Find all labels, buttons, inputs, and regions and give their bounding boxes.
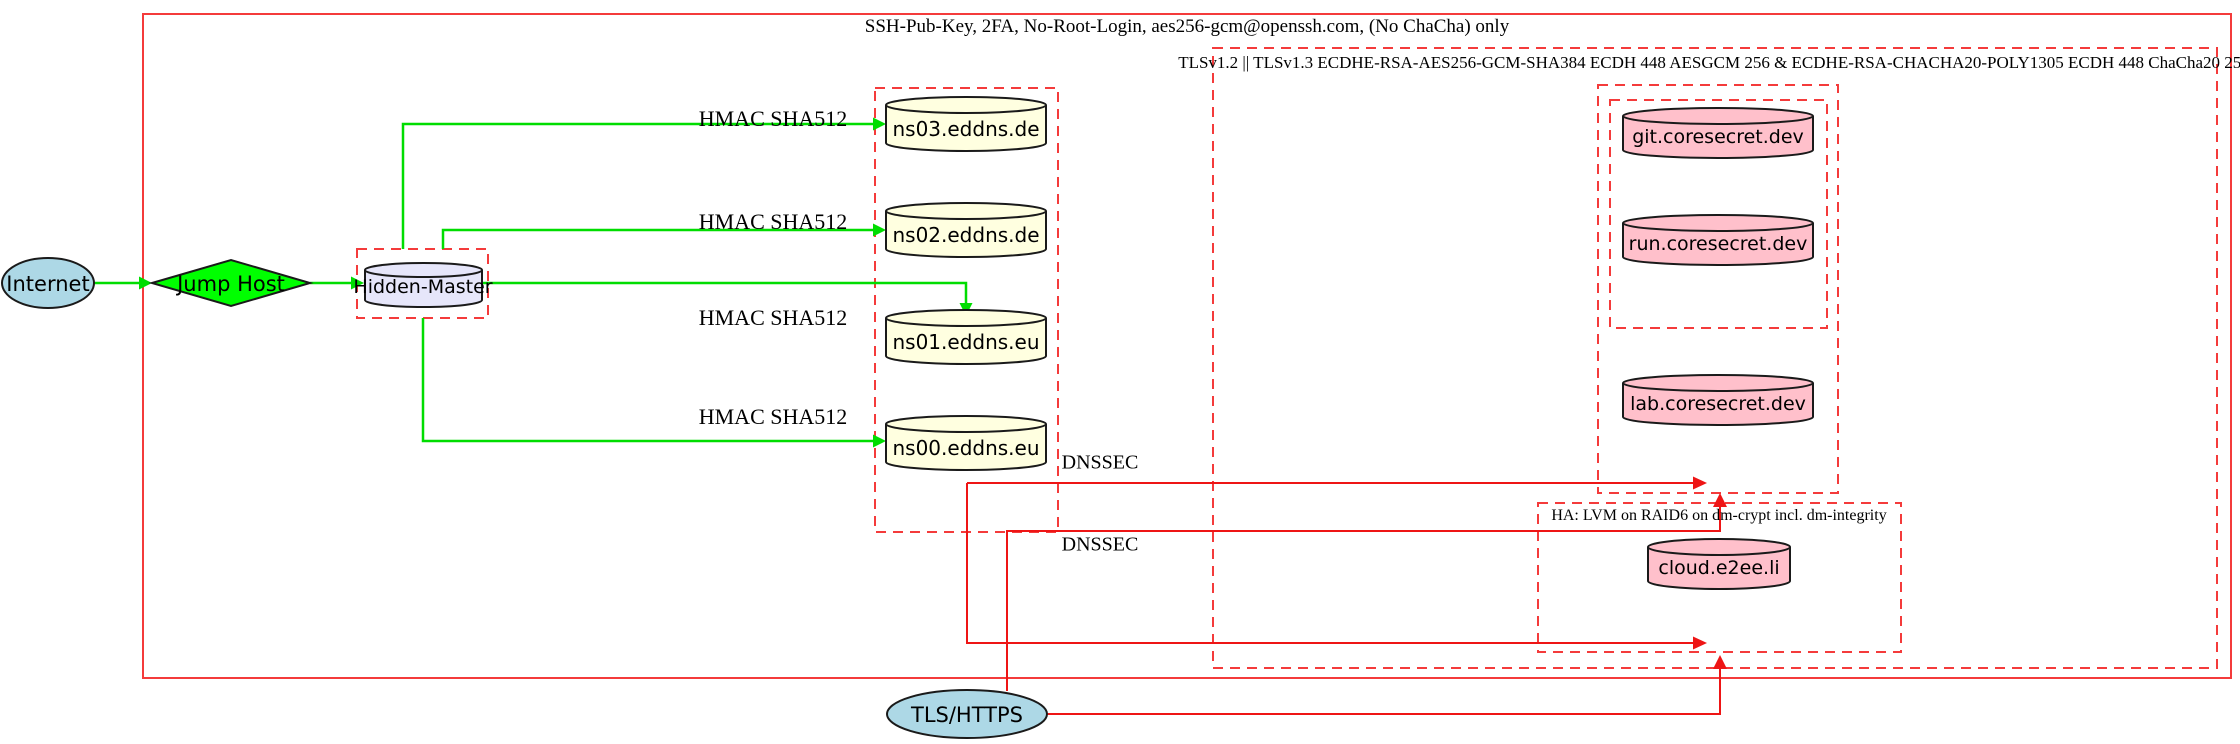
edge-tls-to-ha [1047, 655, 1727, 715]
node-label-cloud: cloud.e2ee.li [1658, 557, 1780, 579]
node-tls-https [886, 689, 1048, 739]
edge-tls-to-coresecret [1006, 493, 1727, 691]
node-label-lab: lab.coresecret.dev [1630, 393, 1806, 415]
node-cloud [1647, 538, 1791, 590]
edge-jumphost-to-hiddenmaster [310, 276, 364, 290]
cluster-coresecret-zone [1597, 84, 1839, 494]
edge-hmac-to-ns03 [401, 117, 886, 249]
node-ns00 [885, 415, 1047, 471]
edge-label-hmac-ns00: HMAC SHA512 [698, 404, 848, 429]
node-label-internet: Internet [6, 272, 90, 296]
edge-label-dnssec-1: DNSSEC [1061, 451, 1139, 474]
cluster-label-tls-zone: TLSv1.2 || TLSv1.3 ECDHE-RSA-AES256-GCM-… [1178, 53, 2240, 72]
node-label-git: git.coresecret.dev [1632, 126, 1804, 148]
edge-dnssec-ns-to-ha [966, 483, 1707, 650]
edge-label-hmac-ns01: HMAC SHA512 [698, 305, 848, 330]
node-label-ns03: ns03.eddns.de [892, 117, 1040, 141]
node-jump-host [148, 258, 314, 308]
cluster-coresecret-inner-zone [1609, 99, 1828, 329]
cluster-label-ssh-zone: SSH-Pub-Key, 2FA, No-Root-Login, aes256-… [864, 16, 1510, 37]
node-label-jump-host: Jump Host [177, 272, 285, 296]
node-label-ns00: ns00.eddns.eu [892, 436, 1040, 460]
edge-label-hmac-ns03: HMAC SHA512 [698, 106, 848, 131]
node-run [1622, 214, 1814, 266]
node-hidden-master [364, 262, 483, 308]
node-label-tls-https: TLS/HTTPS [910, 703, 1024, 727]
node-ns01 [885, 309, 1047, 365]
edge-hmac-to-ns00 [421, 318, 886, 448]
node-label-run: run.coresecret.dev [1628, 233, 1808, 255]
node-internet [1, 257, 95, 309]
node-ns02 [885, 202, 1047, 258]
edge-hmac-to-ns02 [441, 223, 886, 249]
cluster-ssh-zone [142, 13, 2232, 679]
edge-label-dnssec-2: DNSSEC [1061, 533, 1139, 556]
node-git [1622, 107, 1814, 159]
node-lab [1622, 374, 1814, 426]
edge-internet-to-jumphost [94, 276, 152, 290]
node-ns03 [885, 96, 1047, 152]
edge-label-hmac-ns02: HMAC SHA512 [698, 209, 848, 234]
node-label-ns01: ns01.eddns.eu [892, 330, 1040, 354]
cluster-label-ha-zone: HA: LVM on RAID6 on dm-crypt incl. dm-in… [1551, 507, 1887, 524]
edge-dnssec-ns-to-coresecret [967, 476, 1707, 490]
node-label-hidden-master: Hidden-Master [353, 276, 493, 298]
node-label-ns02: ns02.eddns.de [892, 223, 1040, 247]
